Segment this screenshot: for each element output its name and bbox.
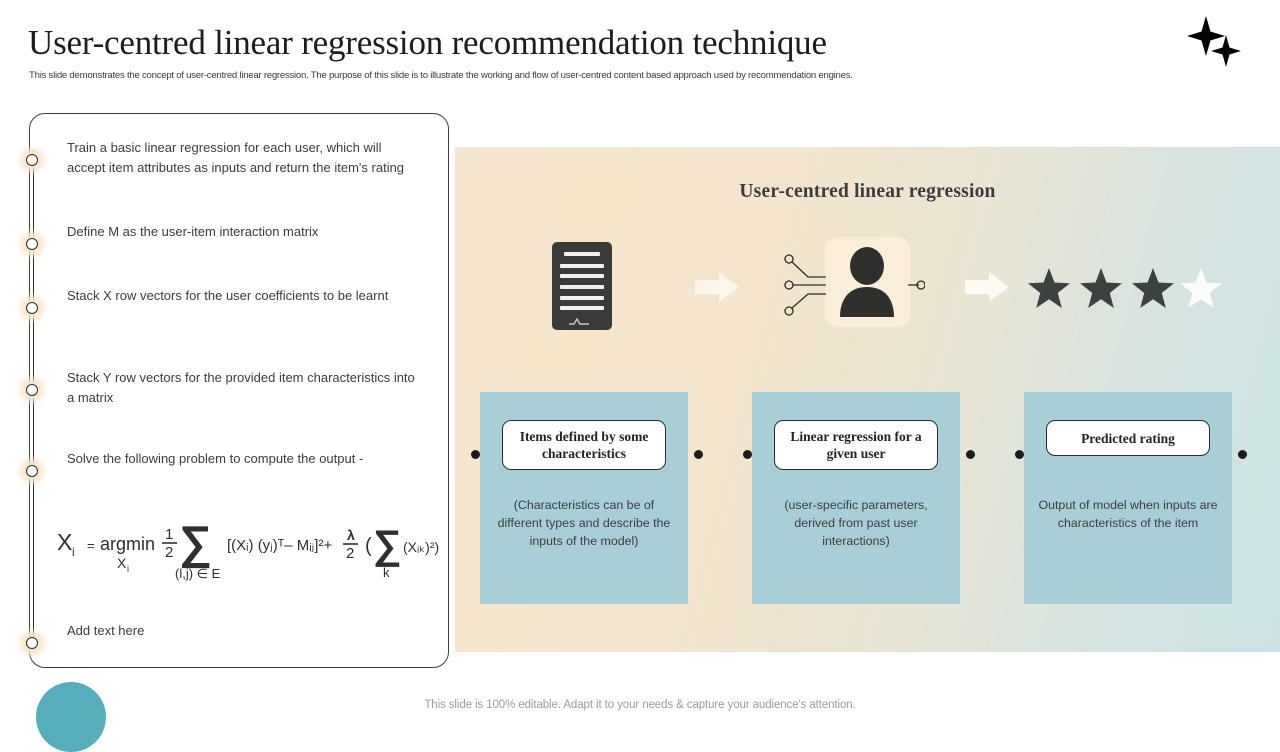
bullet-text: Define M as the user-item interaction ma… [67, 224, 319, 239]
user-avatar-icon [840, 247, 894, 317]
arrow-right-icon [695, 272, 739, 302]
box-body: (user-specific parameters, derived from … [784, 498, 928, 548]
box-predicted-rating[interactable]: Predicted rating Output of model when in… [1024, 392, 1232, 604]
star-empty-icon [1179, 266, 1223, 310]
formula-tail: (Xᵢₖ)²) [403, 539, 439, 555]
slide-root: User-centred linear regression recommend… [20, 12, 1280, 752]
formula-open-paren: ( [365, 535, 372, 557]
neural-network-nodes-icon [780, 237, 925, 337]
timeline-marker-icon [20, 459, 46, 485]
star-filled-icon [1131, 266, 1175, 310]
objective-formula: X i = argmin X i 1 2 ∑ (l,j) ∈ E [(Xᵢ) (… [55, 510, 445, 590]
star-filled-icon [1079, 266, 1123, 310]
footer-note: This slide is 100% editable. Adapt it to… [424, 699, 856, 711]
formula-argmin-sub: X [117, 555, 127, 571]
page-title: User-centred linear regression recommend… [28, 23, 827, 62]
formula-lhs-sub: i [72, 545, 75, 559]
user-avatar-card [825, 237, 910, 327]
box-linear-regression[interactable]: Linear regression for a given user (user… [752, 392, 960, 604]
formula-sigma2: ∑ [373, 523, 402, 567]
page-subtitle: This slide demonstrates the concept of u… [29, 70, 853, 81]
star-filled-icon [1027, 266, 1071, 310]
box-body: Output of model when inputs are characte… [1038, 498, 1218, 530]
half-circle-decor [36, 682, 106, 752]
timeline-marker-icon [20, 296, 46, 322]
box-body: (Characteristics can be of different typ… [497, 498, 671, 548]
formula-frac-den: 2 [165, 544, 173, 561]
formula-body: [(Xᵢ) (yⱼ)ᵀ– Mᵢⱼ]²+ [227, 537, 332, 554]
document-lines-icon [552, 242, 612, 330]
formula-equals: = [87, 538, 95, 553]
box-items-defined[interactable]: Items defined by some characteristics (C… [480, 392, 688, 604]
formula-lambda-num: λ [347, 527, 355, 543]
formula-sigma2-sub: k [383, 565, 390, 580]
bullet-text: Add text here [67, 623, 145, 638]
sparkle-stars-icon [1180, 12, 1250, 74]
formula-sigma: ∑ [179, 516, 212, 569]
arrow-right-icon [965, 272, 1009, 302]
timeline-marker-icon [20, 378, 46, 404]
timeline-marker-icon [20, 232, 46, 258]
diagram-title: User-centred linear regression [739, 181, 996, 202]
bullet-text: Solve the following problem to compute t… [67, 451, 364, 466]
formula-lambda-den: 2 [346, 545, 354, 562]
timeline-marker-icon [20, 148, 46, 174]
timeline-marker-icon [20, 631, 46, 657]
star-rating-icon [1027, 266, 1227, 310]
formula-argmin-sub2: i [127, 564, 129, 574]
diagram-panel: User-centred linear regression [455, 147, 1280, 652]
bullet-text: Stack X row vectors for the user coeffic… [67, 288, 389, 303]
bullet-text: Train a basic linear regression for each… [67, 140, 405, 175]
box-heading: Linear regression for a given user [774, 420, 938, 470]
bullet-text: Stack Y row vectors for the provided ite… [67, 370, 415, 405]
left-steps-card [29, 113, 449, 668]
box-heading: Items defined by some characteristics [502, 420, 666, 470]
formula-lhs: X [57, 529, 72, 555]
diagram-hero-row [455, 237, 1280, 347]
formula-frac-num: 1 [165, 526, 173, 543]
formula-argmin: argmin [100, 534, 155, 554]
box-heading: Predicted rating [1046, 420, 1210, 456]
formula-sigma-sub: (l,j) ∈ E [175, 566, 221, 581]
